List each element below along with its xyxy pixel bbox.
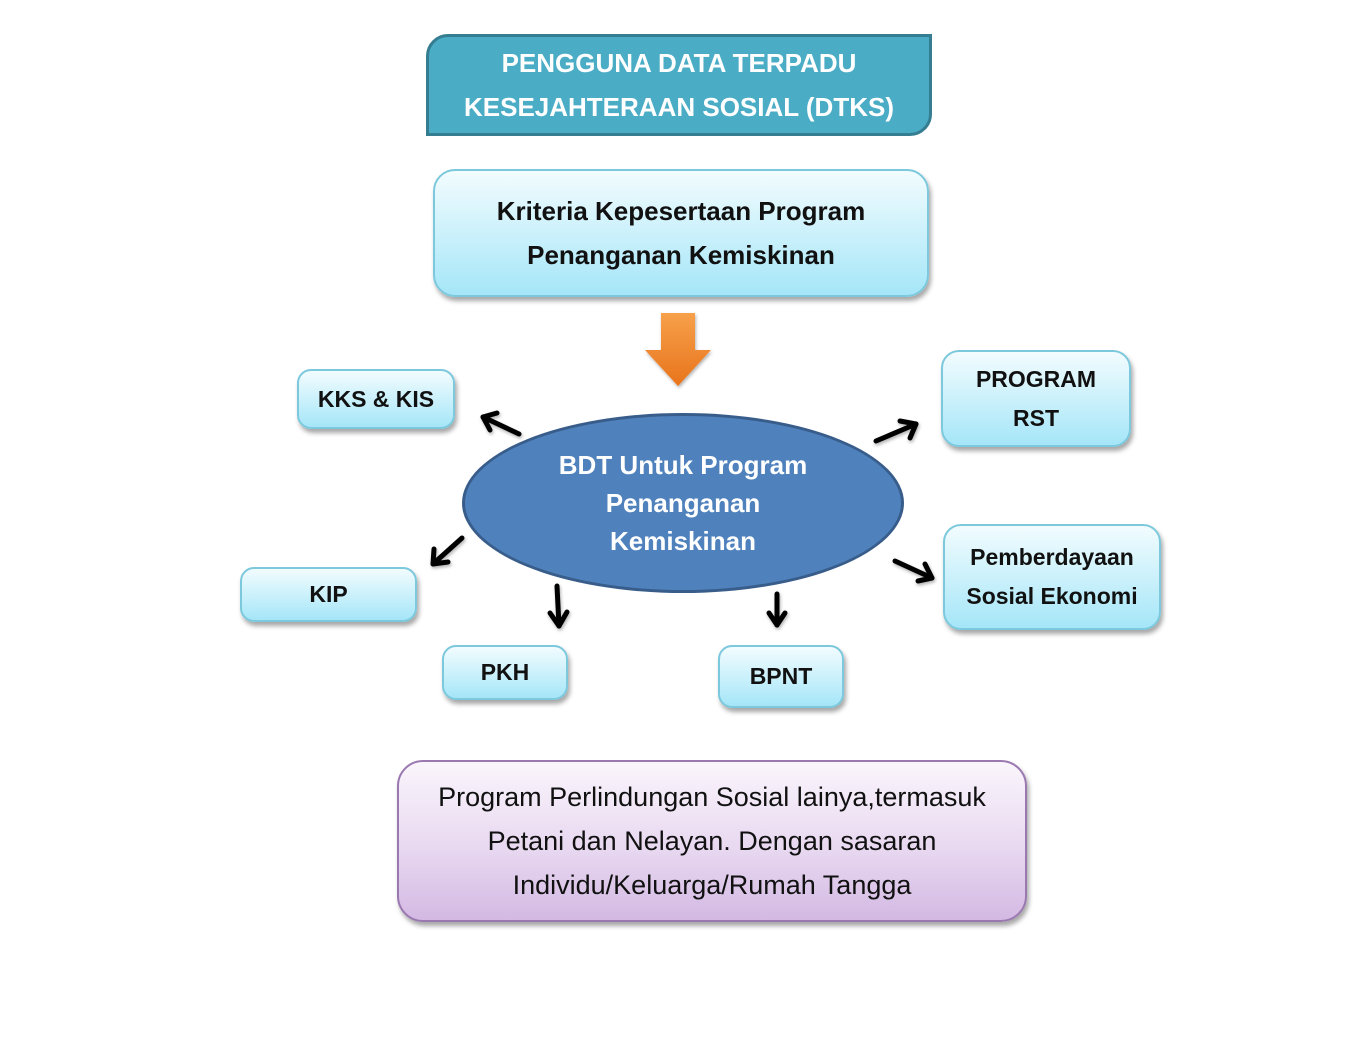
center-ellipse: BDT Untuk Program Penanganan Kemiskinan [462,413,904,593]
program-box-rst: PROGRAM RST [941,350,1131,447]
program-box-kks-kis: KKS & KIS [297,369,455,429]
arrow-to-pemberdayaan-icon [892,558,935,584]
program-label-line-1: PROGRAM [975,365,1097,392]
program-label-line-2: Sosial Ekonomi [966,583,1138,609]
center-line-2: Penanganan [605,488,761,518]
program-label: KKS & KIS [317,385,435,412]
program-box-pkh: PKH [442,645,568,700]
center-line-1: BDT Untuk Program [558,450,808,480]
arrow-to-bpnt-icon [766,591,788,628]
program-label: BPNT [749,663,813,689]
program-label: PKH [480,659,530,685]
title-box: PENGGUNA DATA TERPADU KESEJAHTERAAN SOSI… [426,34,932,136]
arrow-to-kks-icon [480,410,522,437]
criteria-box: Kriteria Kepesertaan Program Penanganan … [433,169,929,297]
criteria-line-1: Kriteria Kepesertaan Program [496,196,866,226]
program-label-line-1: Pemberdayaan [970,544,1134,570]
title-line-1: PENGGUNA DATA TERPADU [501,48,857,78]
program-label: KIP [309,581,348,607]
footer-line-3: Individu/Keluarga/Rumah Tangga [512,870,912,900]
criteria-line-2: Penanganan Kemiskinan [527,240,835,270]
title-line-2: KESEJAHTERAAN SOSIAL (DTKS) [463,92,894,122]
arrow-to-kip-icon [430,535,465,567]
center-line-3: Kemiskinan [610,526,756,556]
program-box-pemberdayaan: Pemberdayaan Sosial Ekonomi [943,524,1161,630]
program-box-kip: KIP [240,567,417,622]
arrow-to-rst-icon [873,418,919,444]
footer-line-1: Program Perlindungan Sosial lainya,terma… [438,782,986,812]
footer-line-2: Petani dan Nelayan. Dengan sasaran [487,826,937,856]
orange-down-arrow-icon [645,313,711,386]
arrow-to-pkh-icon [547,583,570,629]
footer-box: Program Perlindungan Sosial lainya,terma… [397,760,1027,922]
program-label-line-2: RST [1013,404,1059,431]
program-box-bpnt: BPNT [718,645,844,708]
